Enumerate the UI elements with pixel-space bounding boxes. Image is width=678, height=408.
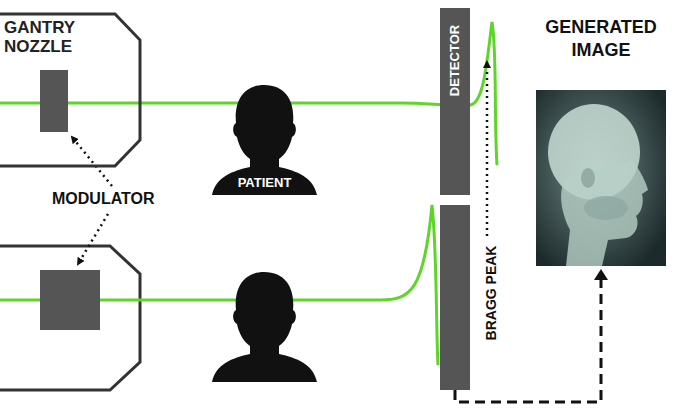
patient: PATIENT: [212, 85, 317, 195]
node-label: DETECTOR: [448, 24, 463, 95]
modulator: [40, 70, 68, 132]
patient-silhouette: [212, 272, 317, 382]
node-label: PATIENT: [238, 175, 292, 190]
xray-image: [536, 90, 666, 266]
peak-label: BRAGG PEAK: [483, 246, 499, 341]
detector: DETECTOR: [440, 8, 470, 390]
gantry-nozzle: GANTRY NOZZLE: [0, 12, 142, 168]
nozzle-outline: [0, 14, 140, 166]
node-label: GENERATED IMAGE: [528, 16, 674, 62]
leader-line: [486, 62, 489, 236]
connector: [455, 269, 608, 402]
node-label: GANTRY NOZZLE: [4, 18, 96, 56]
leader-line: [72, 137, 112, 186]
modulator: [40, 270, 100, 330]
patient-silhouette: [212, 85, 317, 195]
leader-line: [78, 214, 108, 264]
xray-background: [536, 90, 666, 266]
detector-bar: [440, 205, 470, 390]
xray-ear: [581, 168, 595, 188]
nozzle-outline: [0, 246, 140, 390]
xray-jaw: [584, 196, 628, 220]
part-label: MODULATOR: [52, 190, 155, 208]
connector-line: [455, 278, 601, 402]
proton-beam: [0, 205, 438, 365]
arrowhead: [594, 269, 608, 280]
xray-face: [561, 160, 648, 266]
generated-image: GENERATED IMAGE: [528, 8, 674, 268]
detector-bar: [440, 8, 470, 195]
